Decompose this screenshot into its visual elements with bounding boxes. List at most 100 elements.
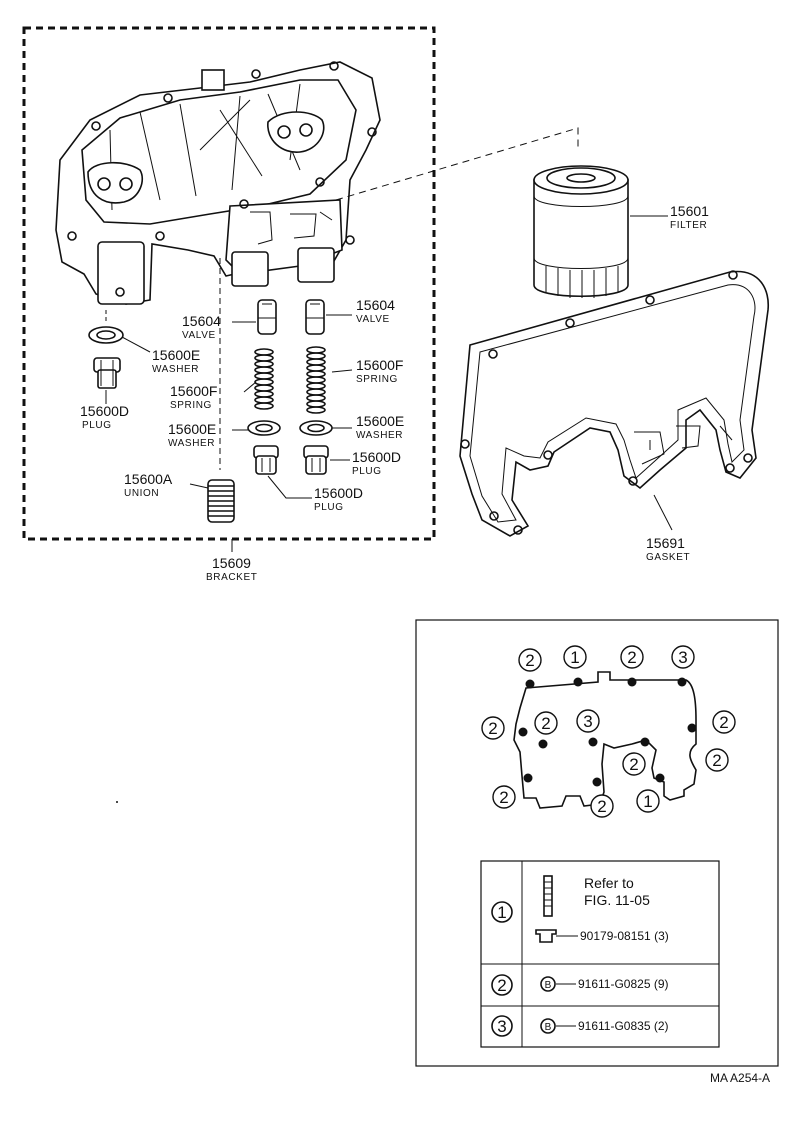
stray-dot — [116, 801, 118, 803]
svg-text:2: 2 — [597, 797, 606, 816]
bolt-b-icon — [540, 976, 556, 992]
bolt-callout: 2 — [620, 645, 644, 669]
bolt-callout: 2 — [518, 648, 542, 672]
svg-text:2: 2 — [627, 648, 636, 667]
legend-row-3: 3 B 91611-G0835 (2) — [491, 1015, 669, 1037]
svg-text:PLUG: PLUG — [352, 466, 382, 477]
svg-text:15600D: 15600D — [314, 485, 363, 501]
bolt-callout: 2 — [712, 710, 736, 734]
svg-text:1: 1 — [643, 792, 652, 811]
svg-text:15600F: 15600F — [356, 357, 403, 373]
svg-text:FIG. 11-05: FIG. 11-05 — [584, 892, 650, 908]
bolt-holes — [518, 677, 697, 787]
svg-text:FILTER: FILTER — [670, 220, 707, 231]
svg-text:2: 2 — [488, 719, 497, 738]
bolt-callout: 2 — [622, 752, 646, 776]
label-washer-a: 15600E WASHER — [168, 421, 216, 449]
svg-text:91611-G0825 (9): 91611-G0825 (9) — [578, 977, 669, 991]
label-spring-b: 15600F SPRING — [356, 357, 403, 385]
label-plug-left: 15600D PLUG — [80, 403, 129, 431]
svg-text:15600D: 15600D — [352, 449, 401, 465]
svg-text:15600A: 15600A — [124, 471, 173, 487]
valve-a-illustration — [257, 299, 277, 335]
svg-text:2: 2 — [497, 976, 506, 995]
gasket-illustration — [459, 270, 770, 537]
bolt-callout: 2 — [481, 716, 505, 740]
mounting-face-outline — [513, 671, 697, 809]
label-valve-a: 15604 VALVE — [182, 313, 221, 341]
svg-text:1: 1 — [497, 903, 506, 922]
label-plug-a: 15600D PLUG — [314, 485, 363, 513]
svg-text:15600E: 15600E — [152, 347, 200, 363]
svg-text:SPRING: SPRING — [356, 374, 398, 385]
valve-b-illustration — [305, 299, 325, 335]
bolt-callout: 2 — [534, 711, 558, 735]
bolt-b-icon — [540, 1018, 556, 1034]
filter-illustration — [533, 165, 629, 298]
legend-row-1: 1 Refer to FIG. 11-05 90179-08151 (3) — [491, 875, 669, 943]
svg-text:PLUG: PLUG — [82, 420, 112, 431]
svg-text:WASHER: WASHER — [168, 438, 215, 449]
svg-text:2: 2 — [541, 714, 550, 733]
washer-a-illustration — [247, 420, 281, 436]
svg-text:15691: 15691 — [646, 535, 685, 551]
label-union: 15600A UNION — [124, 471, 173, 499]
svg-text:2: 2 — [525, 651, 534, 670]
label-washer-b: 15600E WASHER — [356, 413, 404, 441]
plug-b-illustration — [303, 445, 329, 475]
svg-text:15604: 15604 — [356, 297, 395, 313]
figure-code: MA A254-A — [710, 1071, 770, 1085]
svg-text:BRACKET: BRACKET — [206, 572, 257, 583]
svg-text:VALVE: VALVE — [182, 330, 216, 341]
svg-text:3: 3 — [583, 712, 592, 731]
label-filter: 15601 FILTER — [670, 203, 709, 231]
svg-text:15609: 15609 — [212, 555, 251, 571]
svg-text:VALVE: VALVE — [356, 314, 390, 325]
bolt-callout: 1 — [636, 789, 660, 813]
svg-text:15604: 15604 — [182, 313, 221, 329]
nut-icon — [535, 929, 557, 943]
svg-text:90179-08151 (3): 90179-08151 (3) — [580, 929, 669, 943]
bracket-to-filter-dashline — [335, 127, 579, 201]
svg-text:SPRING: SPRING — [170, 400, 212, 411]
bolt-callout: 3 — [576, 709, 600, 733]
stud-bolt-icon — [543, 875, 553, 917]
svg-text:WASHER: WASHER — [356, 430, 403, 441]
spring-a-illustration — [254, 348, 274, 410]
plug-left-illustration — [93, 357, 121, 389]
spring-b-illustration — [306, 346, 326, 414]
plug-a-illustration — [253, 445, 279, 475]
svg-text:GASKET: GASKET — [646, 552, 690, 563]
label-plug-b: 15600D PLUG — [352, 449, 401, 477]
svg-text:15601: 15601 — [670, 203, 709, 219]
svg-text:PLUG: PLUG — [314, 502, 344, 513]
label-spring-a: 15600F SPRING — [170, 383, 217, 411]
bolt-callout: 2 — [492, 785, 516, 809]
svg-text:2: 2 — [712, 751, 721, 770]
svg-text:2: 2 — [719, 713, 728, 732]
label-gasket: 15691 GASKET — [646, 535, 690, 563]
label-valve-b: 15604 VALVE — [356, 297, 395, 325]
svg-text:3: 3 — [678, 648, 687, 667]
bolt-layout-panel — [415, 619, 779, 1067]
bolt-callout: 3 — [671, 645, 695, 669]
svg-text:B: B — [545, 1022, 552, 1033]
svg-text:B: B — [545, 980, 552, 991]
label-bracket: 15609 BRACKET — [206, 555, 257, 583]
svg-text:2: 2 — [499, 788, 508, 807]
svg-text:3: 3 — [497, 1017, 506, 1036]
bolt-legend-table — [480, 860, 720, 1048]
legend-row-2: 2 B 91611-G0825 (9) — [491, 974, 669, 996]
bracket-group-frame — [22, 26, 436, 541]
svg-text:91611-G0835 (2): 91611-G0835 (2) — [578, 1019, 669, 1033]
label-washer-left: 15600E WASHER — [152, 347, 200, 375]
bolt-callout: 2 — [590, 794, 614, 818]
svg-text:Refer to: Refer to — [584, 875, 634, 891]
svg-text:UNION: UNION — [124, 488, 159, 499]
bracket-illustration — [55, 61, 381, 305]
svg-text:2: 2 — [629, 755, 638, 774]
washer-b-illustration — [299, 420, 333, 436]
svg-text:WASHER: WASHER — [152, 364, 199, 375]
